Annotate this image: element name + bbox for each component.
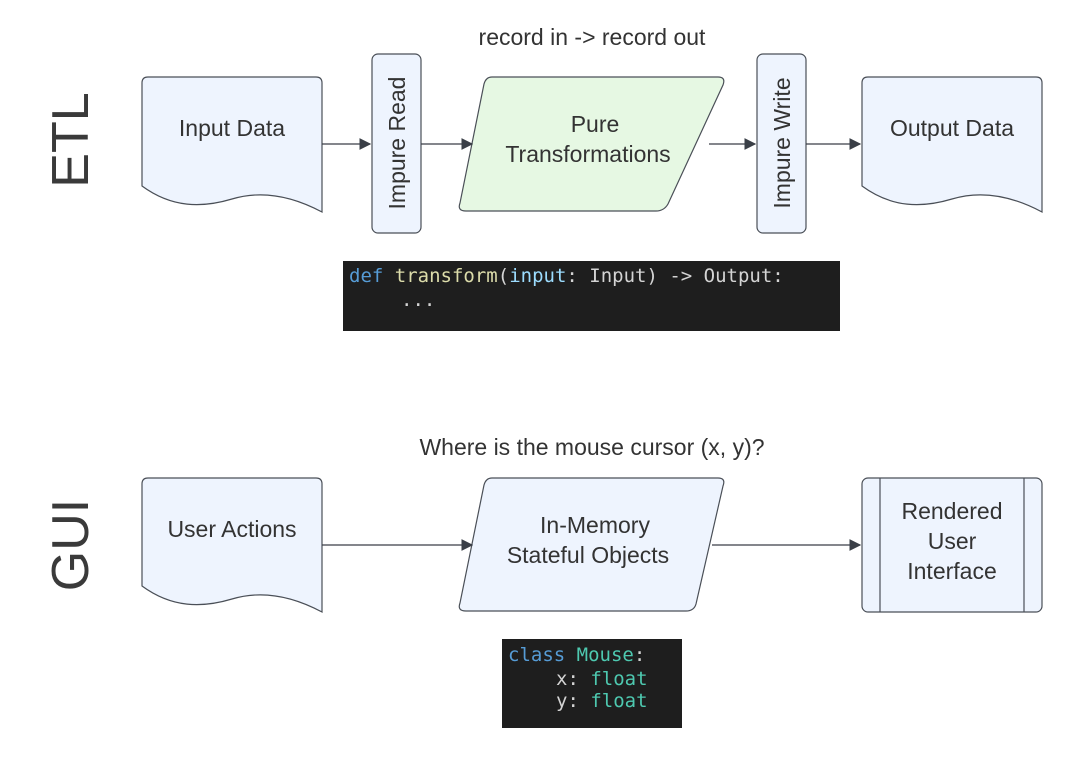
stateful-objects-label-line1: In-Memory [540,512,650,538]
code-attr-x: x: [556,668,590,690]
rendered-ui-label-line1: Rendered [901,498,1002,524]
rendered-ui-label-line2: User [928,528,977,554]
code-signature-rest: : Input) -> Output: [566,265,783,287]
rendered-ui-label-line3: Interface [907,558,997,584]
impure-write-node: Impure Write [756,53,807,234]
gui-code-line-1: class Mouse: [508,644,645,666]
code-keyword-class: class [508,644,565,666]
stateful-objects-label-line2: Stateful Objects [507,542,669,568]
etl-code-line-1: def transform(input: Input) -> Output: [349,265,784,287]
input-data-node: Input Data [141,76,323,213]
code-type-y: float [590,690,647,712]
gui-section: GUI Where is the mouse cursor (x, y)? Us… [42,434,1043,728]
input-data-shape [141,76,323,213]
pure-transformations-shape [458,76,725,212]
rendered-ui-shape [861,477,1043,613]
code-type-x: float [590,668,647,690]
gui-code-background [502,639,682,728]
code-param-name: input [509,265,566,287]
user-actions-shape [141,477,323,613]
gui-code-block: class Mouse: x: float y: float [502,639,682,728]
stateful-objects-shape [458,477,725,612]
code-class-name: Mouse [577,644,634,666]
impure-read-node: Impure Read [371,53,422,234]
gui-code-line-3: y: float [556,690,648,712]
pure-transformations-label-line2: Transformations [505,141,670,167]
etl-section: ETL record in -> record out Input Data I… [42,24,1043,331]
etl-section-label: ETL [42,92,100,187]
stateful-objects-node: In-Memory Stateful Objects [458,477,725,612]
gui-code-line-2: x: float [556,668,648,690]
gui-section-label: GUI [42,499,100,591]
user-actions-label: User Actions [167,516,296,542]
impure-write-label: Impure Write [769,77,795,208]
output-data-shape [861,76,1043,213]
etl-code-line-2: ... [401,289,435,311]
code-function-name: transform [395,265,498,287]
etl-code-block: def transform(input: Input) -> Output: .… [343,261,840,331]
output-data-node: Output Data [861,76,1043,213]
etl-caption: record in -> record out [479,24,707,50]
input-data-label: Input Data [179,115,285,141]
pure-transformations-label-line1: Pure [571,111,620,137]
etl-code-background [343,261,840,331]
code-open-paren: ( [498,265,509,287]
rendered-ui-node: Rendered User Interface [861,477,1043,613]
code-keyword-def: def [349,265,383,287]
code-class-colon: : [634,644,645,666]
code-attr-y: y: [556,690,590,712]
user-actions-node: User Actions [141,477,323,613]
impure-read-label: Impure Read [384,77,410,210]
output-data-label: Output Data [890,115,1014,141]
pure-transformations-node: Pure Transformations [458,76,725,212]
gui-caption: Where is the mouse cursor (x, y)? [419,434,764,460]
